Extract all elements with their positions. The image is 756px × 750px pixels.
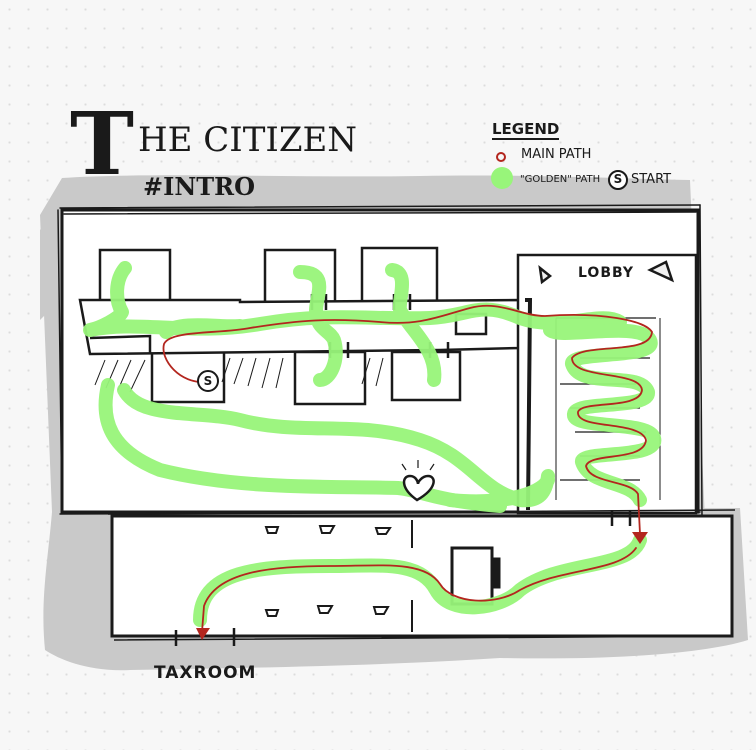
map-subtitle: #INTRO <box>143 172 255 201</box>
legend-title: LEGEND <box>492 120 560 140</box>
arrow-down-icon <box>196 532 648 640</box>
legend-main-path-label: MAIN PATH <box>521 147 592 162</box>
legend-start-label: START <box>631 172 672 187</box>
lower-room-furniture <box>264 520 413 632</box>
main-path <box>162 304 653 633</box>
lobby-label: LOBBY <box>578 265 635 281</box>
corridor-rooms <box>78 246 522 406</box>
legend-swatches <box>491 152 513 189</box>
map-title: HE CITIZEN <box>138 120 358 160</box>
legend-golden-path-label: "GOLDEN" PATH <box>520 174 601 185</box>
start-marker-icon <box>197 170 628 392</box>
start-marker-symbol: S <box>203 374 213 388</box>
legend-start-symbol: S <box>613 172 623 186</box>
map-title-initial: T <box>70 94 134 195</box>
taxroom-label: TAXROOM <box>154 663 257 683</box>
heart-icon <box>401 460 435 502</box>
